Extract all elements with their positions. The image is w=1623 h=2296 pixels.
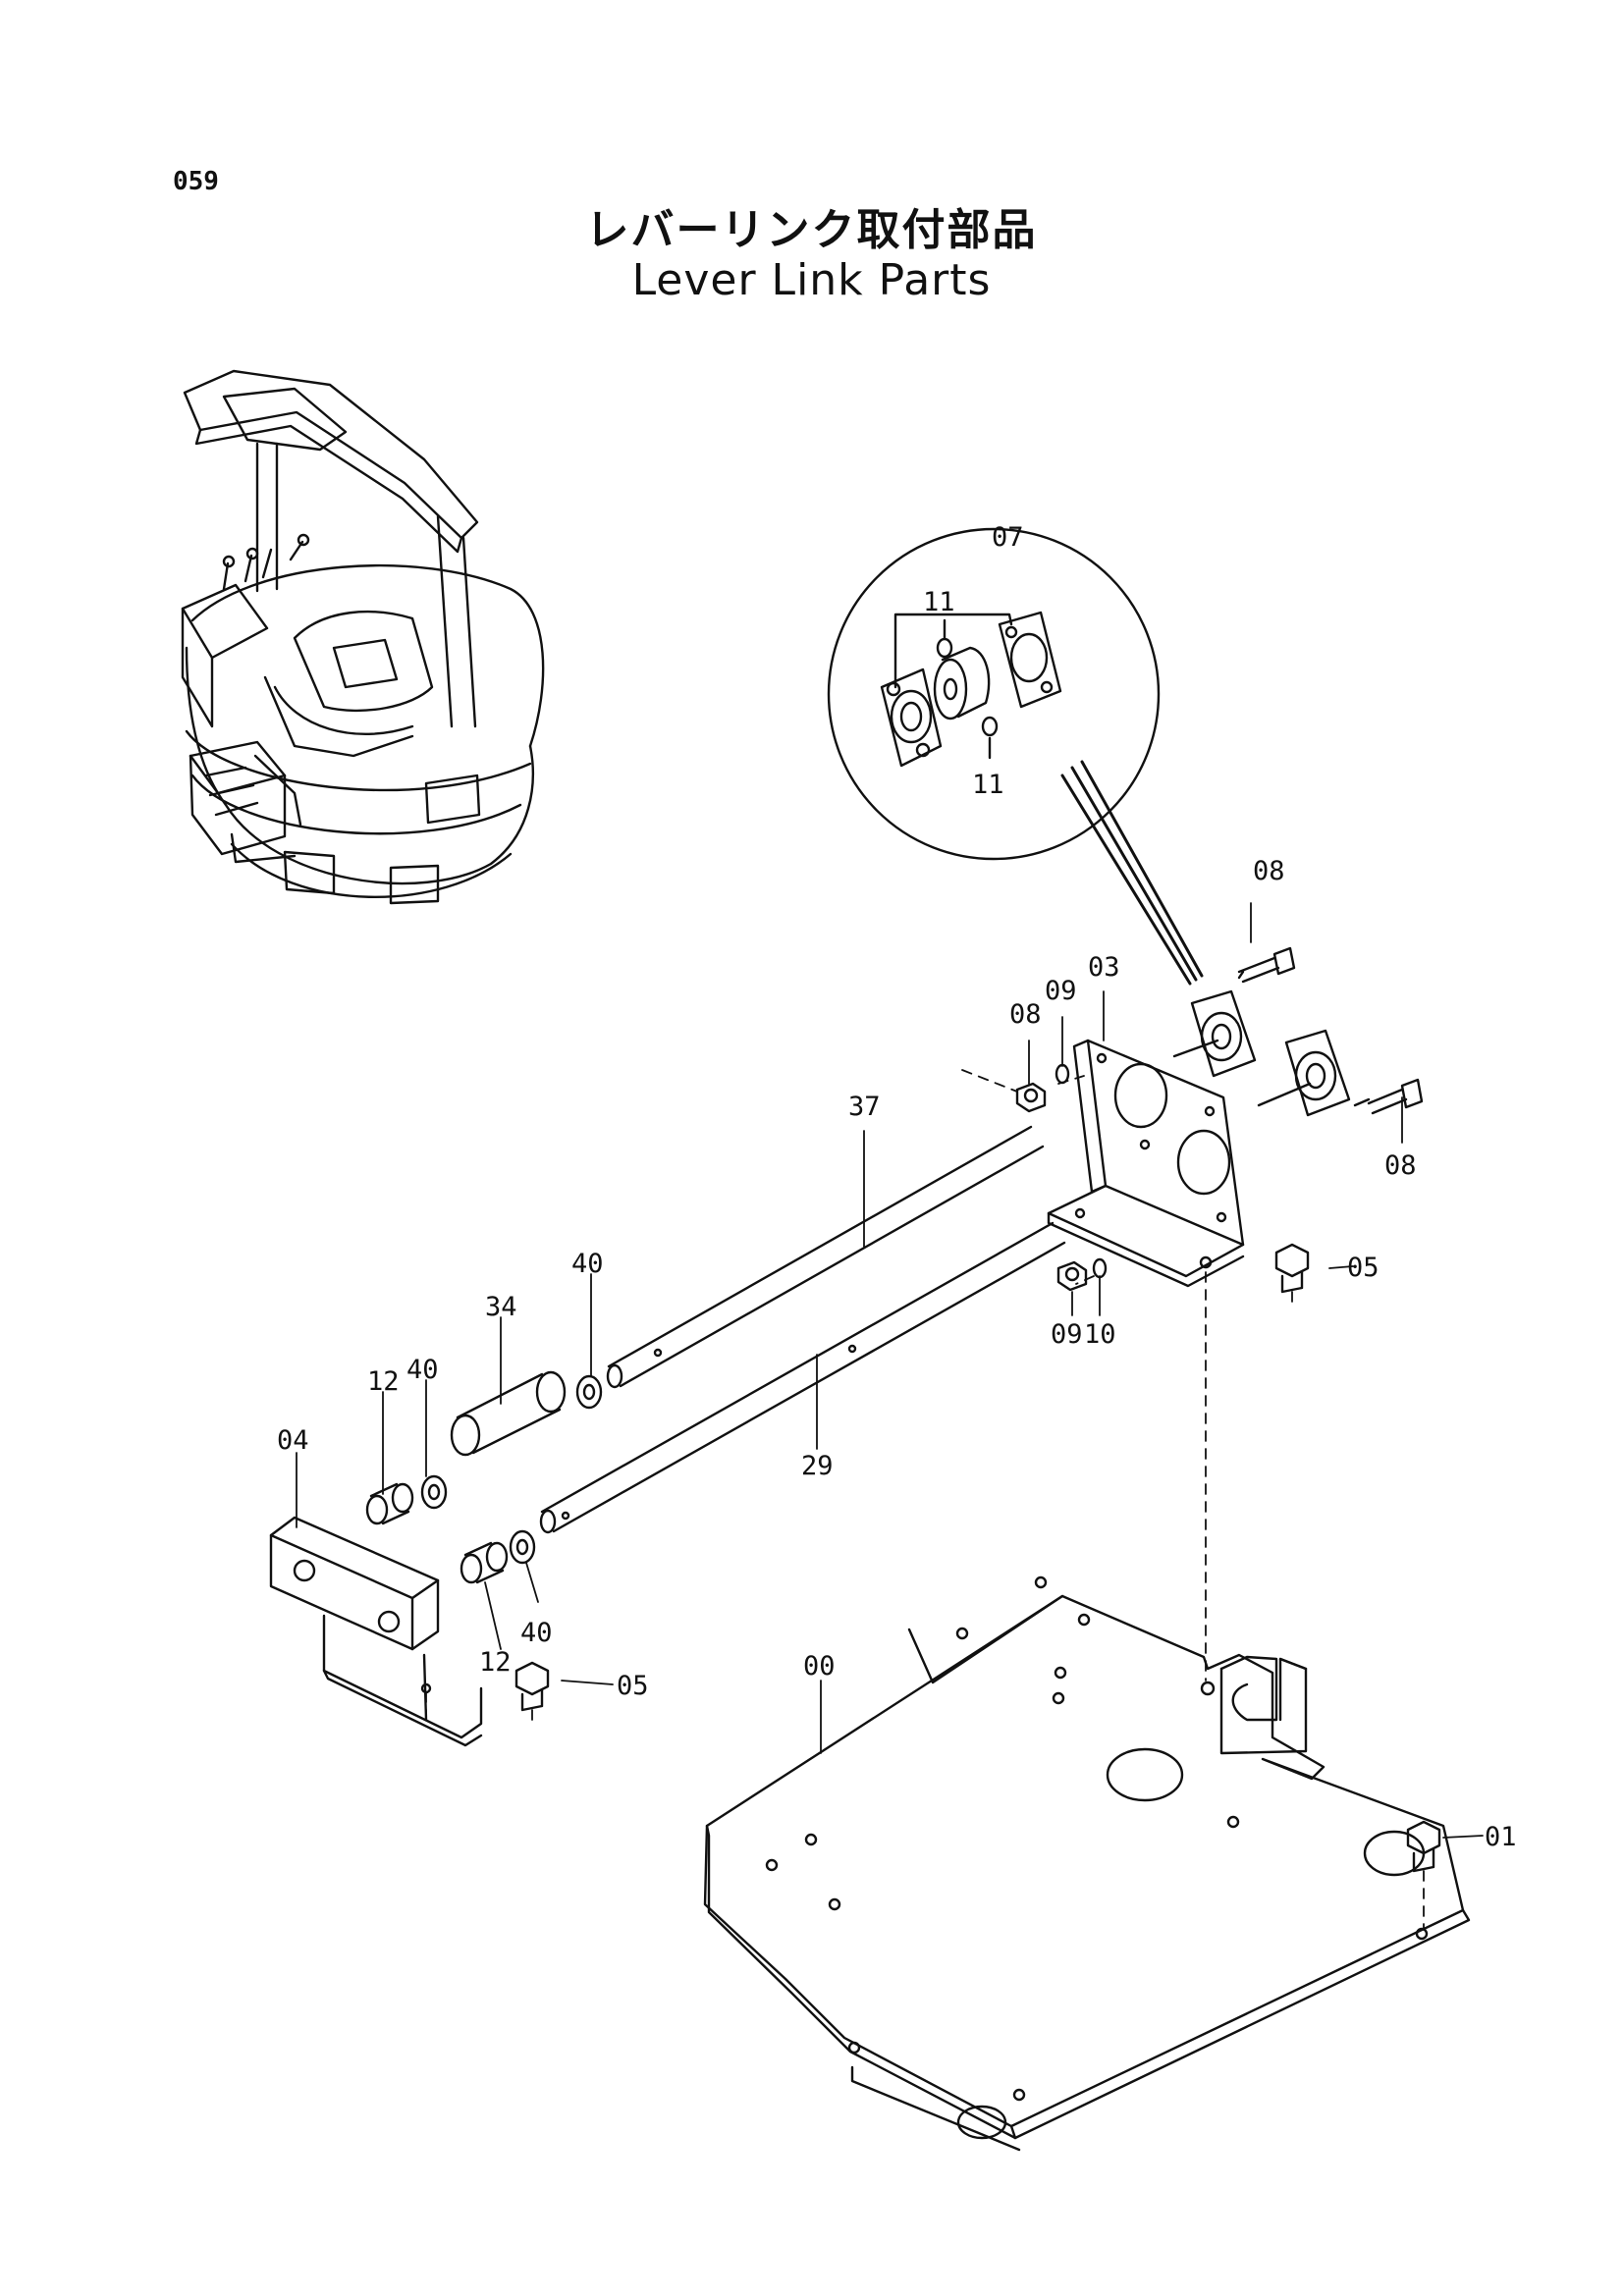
callout-09-upper: 08 [1009,999,1042,1030]
bolt-05-left [514,1661,550,1712]
callout-leaders [296,902,1484,1839]
callout-04: 04 [277,1425,309,1456]
bracket-04 [269,1516,483,1747]
callout-numbers: 07 11 11 08 03 09 08 08 37 05 09 10 40 3… [277,522,1517,1852]
callout-08-lower: 08 [1384,1150,1417,1181]
callout-11-upper: 11 [923,587,955,617]
bolt-08-lower [1353,1078,1424,1115]
callout-07: 07 [992,522,1024,553]
callout-40-middle: 40 [406,1355,439,1385]
callout-12-upper: 12 [367,1366,400,1397]
bushing-12-upper [365,1482,414,1525]
callout-40-upper: 40 [571,1249,604,1279]
callout-05-right: 05 [1347,1253,1380,1283]
page-title-english: Lever Link Parts [631,255,992,305]
callout-00: 00 [803,1651,836,1682]
bolt-08-upper [1237,946,1296,984]
callout-11-lower: 11 [972,770,1004,800]
callout-37: 37 [848,1092,881,1122]
callout-09-lower: 09 [1051,1319,1083,1350]
cushion-mount-upper [1172,989,1257,1078]
nut-09-lower [1056,1260,1088,1292]
nut-09-upper [1015,1082,1047,1113]
callout-10-upper: 09 [1045,976,1077,1006]
callout-05-left: 05 [617,1671,649,1701]
callout-08-upper: 08 [1253,856,1285,886]
callout-01: 01 [1485,1822,1517,1852]
washer-10-upper [1055,1063,1070,1085]
detail-bubble-cushion-mount [827,527,1204,986]
rod-29 [539,1221,1066,1534]
callout-12-lower: 12 [479,1647,512,1678]
washer-40-middle [420,1474,448,1510]
callout-40-lower: 40 [520,1618,553,1648]
callout-29: 29 [801,1451,834,1481]
bolt-01 [1406,1820,1441,1873]
cushion-mount-lower [1257,1029,1351,1117]
alignment-lines [425,1069,1425,1931]
collar-34 [450,1370,567,1457]
bracket-03 [1047,1039,1245,1288]
washer-10-lower [1092,1257,1108,1279]
washer-40-lower [509,1529,536,1565]
bolt-05-right [1274,1243,1310,1294]
bushing-12-lower [460,1541,509,1584]
washer-40-upper [575,1374,603,1410]
page-title-japanese: レバーリンク取付部品 [585,205,1038,255]
rod-37 [606,1125,1045,1389]
callout-10-lower: 10 [1084,1319,1116,1350]
callout-34: 34 [485,1292,517,1322]
machine-overview-illustration [181,369,545,905]
page-number: 059 [173,167,219,196]
callout-03: 03 [1088,952,1120,983]
